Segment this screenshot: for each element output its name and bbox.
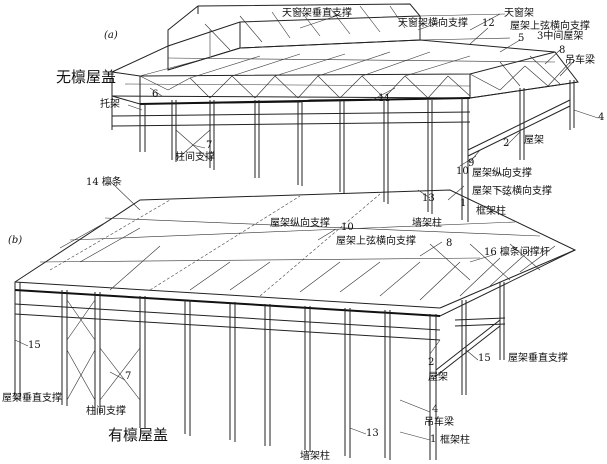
num-1-label-a: 1 xyxy=(460,198,467,209)
panel-b-label: (b) xyxy=(8,235,23,246)
num-13-label-b: 13 xyxy=(366,428,379,439)
num-15-label-left: 15 xyxy=(28,340,41,351)
num-2-label-a: 2 xyxy=(503,138,510,149)
num-11-label: 11 xyxy=(378,93,391,104)
roof-upper-chord-brace-label-a: 屋架上弦横向支撑 xyxy=(510,21,590,32)
column-brace-label-b: 柱间支撑 xyxy=(86,406,126,417)
num-13-label-a: 13 xyxy=(422,193,435,204)
wall-column-label-b: 墙架柱 xyxy=(300,451,330,462)
num-8-label-b: 8 xyxy=(446,238,453,249)
wall-column-label-a: 墙架柱 xyxy=(412,218,442,229)
roof-longitudinal-brace-label-b: 屋架纵向支撑 xyxy=(270,218,330,229)
num-4-label-b: 4 xyxy=(432,404,439,415)
num-5-label: 5 xyxy=(518,33,525,44)
num-12-label: 12 xyxy=(482,18,495,29)
truss-label-b: 屋架 xyxy=(428,372,448,383)
panel-b-title: 有檩屋盖 xyxy=(108,426,169,444)
skylight-transverse-brace-label: 天窗架横向支撑 xyxy=(398,18,468,29)
panel-a-label: (a) xyxy=(104,30,118,41)
mid-truss-label: 3中间屋架 xyxy=(537,31,584,42)
frame-column-label-a: 框架柱 xyxy=(476,206,506,217)
crane-beam-label-b: 吊车梁 xyxy=(424,417,454,428)
leader-lines xyxy=(14,13,599,441)
columns-b xyxy=(14,282,505,460)
num-6-label: 6 xyxy=(152,89,159,100)
roof-lower-chord-brace-label: 屋架下弦横向支撑 xyxy=(472,186,552,197)
support-truss-label: 托架 xyxy=(100,99,120,110)
num-10-label-a: 10 xyxy=(456,166,469,177)
roof-a xyxy=(111,39,579,105)
purlin-strut-label: 16 檩条间撑杆 xyxy=(484,247,550,258)
roof-upper-chord-brace-label-b: 屋架上弦横向支撑 xyxy=(336,236,416,247)
panel-a-drawing xyxy=(111,3,579,222)
roof-vertical-brace-label-right: 屋架垂直支撑 xyxy=(508,353,568,364)
num-4-label-a: 4 xyxy=(598,112,605,123)
num-8-label-a: 8 xyxy=(559,45,566,56)
frame-column-label-b: 框架柱 xyxy=(440,435,470,446)
skylight-frame-label: 天窗架 xyxy=(504,8,534,19)
num-7-label-a: 7 xyxy=(206,140,213,151)
truss-label-a: 屋架 xyxy=(524,135,544,146)
column-brace-b xyxy=(66,299,141,401)
num-7-label-b: 7 xyxy=(125,371,132,382)
columns-a xyxy=(111,72,575,222)
num-2-label-b: 2 xyxy=(428,357,435,368)
num-15-label-right: 15 xyxy=(478,353,491,364)
num-1-label-b: 1 xyxy=(430,434,437,445)
column-brace-label-a: 柱间支撑 xyxy=(175,152,215,163)
num-9-label: 9 xyxy=(468,158,475,169)
crane-beam-label-a: 吊车梁 xyxy=(565,55,595,66)
roof-longitudinal-brace-label-a: 屋架纵向支撑 xyxy=(472,168,532,179)
num-10-label-b: 10 xyxy=(341,222,354,233)
panel-a-title: 无檩屋盖 xyxy=(56,68,117,86)
panel-b-drawing xyxy=(14,189,577,460)
roof-vertical-brace-label-left: 屋架垂直支撑 xyxy=(2,393,62,404)
purlin-label: 14 檩条 xyxy=(86,177,122,188)
skylight-vertical-brace-label: 天窗架垂直支撑 xyxy=(282,8,352,19)
eave-beam-a xyxy=(139,97,471,105)
